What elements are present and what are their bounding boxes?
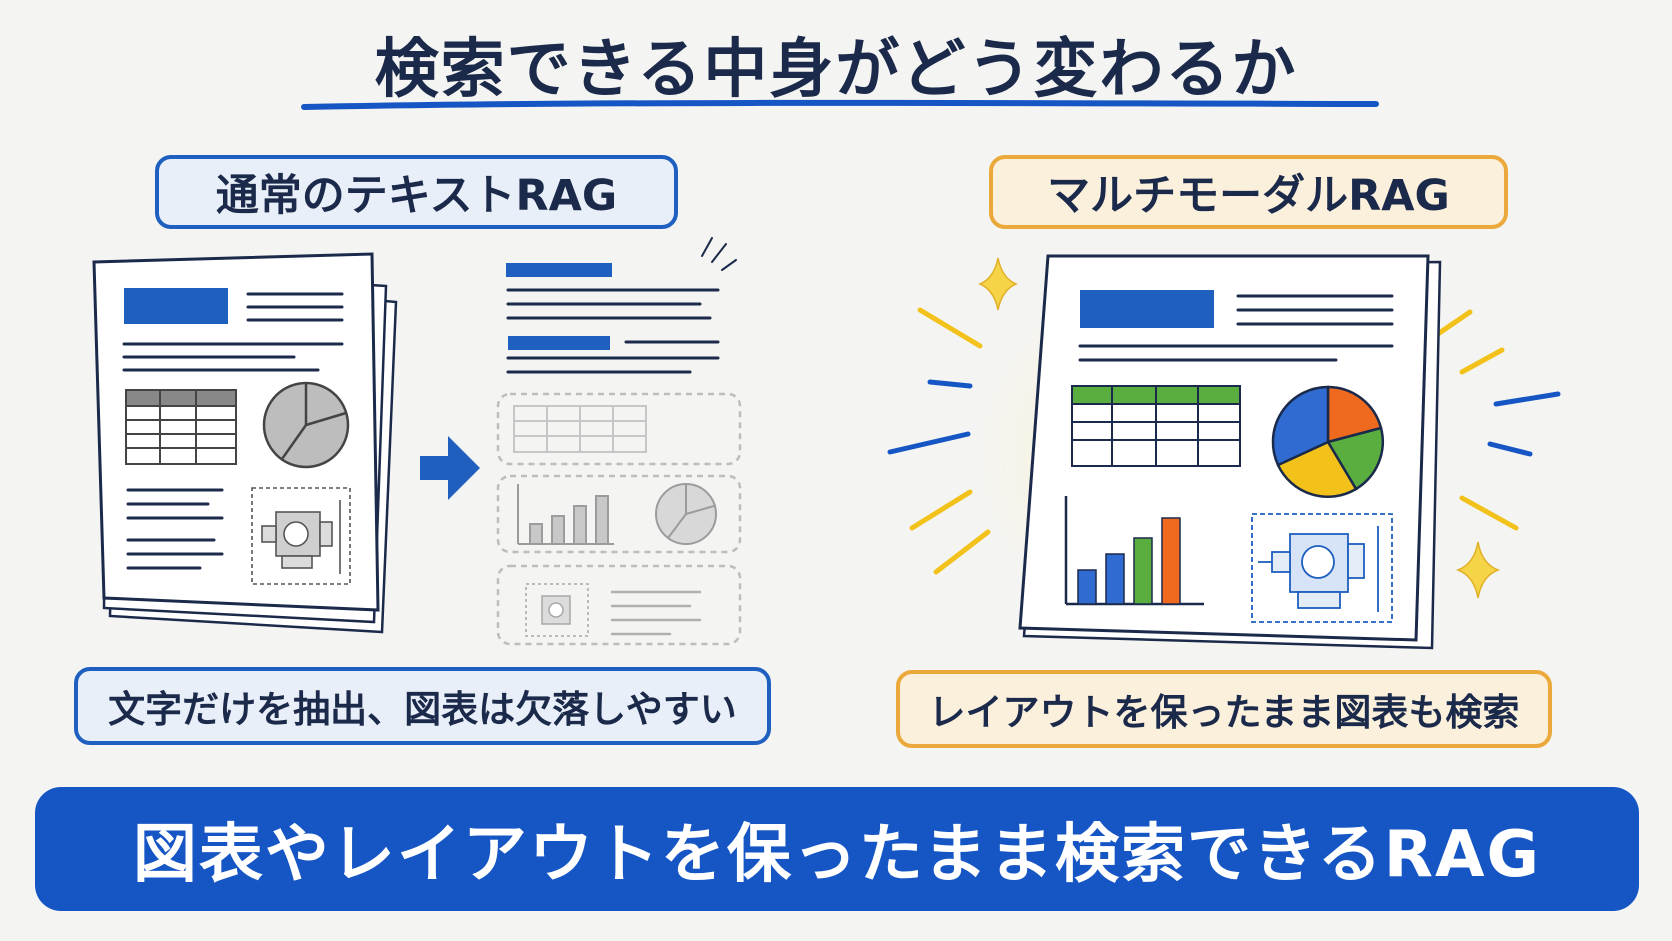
multimodal-rag-caption: レイアウトを保ったまま図表も検索 [896,670,1552,748]
pie-chart-icon [1271,385,1384,498]
arrow-right-icon [420,436,480,500]
bar-chart-icon [1064,496,1204,606]
technical-drawing-icon [251,487,351,585]
summary-banner: 図表やレイアウトを保ったまま検索できるRAG [35,787,1639,911]
text-rag-caption: 文字だけを抽出、図表は欠落しやすい [74,667,771,745]
sparkle-icon [978,257,1501,599]
text-rag-label: 通常のテキストRAG [155,155,678,229]
multimodal-rag-label: マルチモーダルRAG [989,155,1508,229]
technical-drawing-icon [1251,513,1393,623]
page-title: 検索できる中身がどう変わるか [374,33,1298,107]
bar-chart-icon [517,484,614,545]
extracted-chunks-icon [496,237,742,646]
pie-chart-icon [262,381,350,469]
document-stack-icon [92,252,398,634]
title-underline [301,99,1379,110]
